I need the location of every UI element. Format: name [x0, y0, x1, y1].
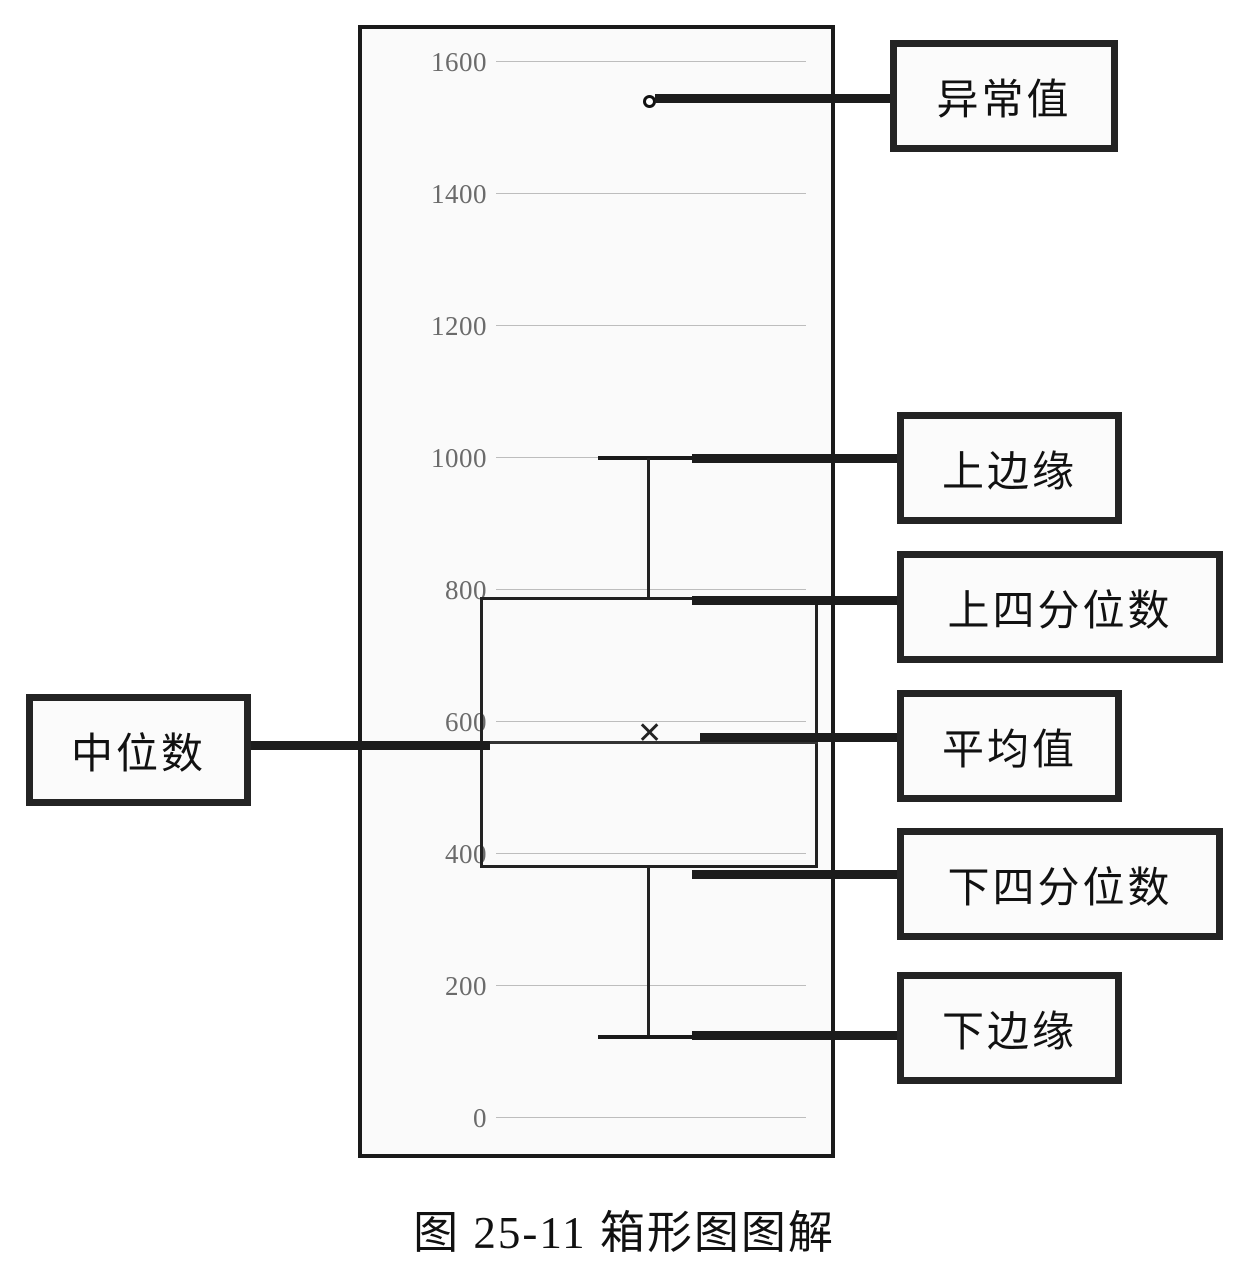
gridline-600 [496, 721, 806, 722]
leader-mean [700, 733, 897, 742]
y-tick-label-1000: 1000 [431, 443, 487, 473]
callout-median[interactable]: 中位数 [26, 694, 251, 806]
callout-median-label: 中位数 [70, 731, 206, 778]
gridline-0 [496, 1117, 806, 1118]
y-tick-label-400: 400 [445, 839, 487, 869]
gridline-200 [496, 985, 806, 986]
leader-lower-whisker [692, 1031, 897, 1040]
gridline-800 [496, 589, 806, 590]
upper-whisker-line [647, 458, 650, 598]
gridline-1200 [496, 325, 806, 326]
figure-caption: 图 25-11 箱形图图解 [413, 1208, 835, 1258]
y-tick-label-0: 0 [473, 1103, 487, 1133]
leader-upper-whisker [692, 454, 897, 463]
callout-outlier-label: 异常值 [936, 77, 1072, 124]
callout-outlier[interactable]: 异常值 [890, 40, 1118, 152]
y-tick-label-800: 800 [445, 575, 487, 605]
y-tick-label-200: 200 [445, 971, 487, 1001]
leader-outlier [655, 94, 897, 103]
callout-upper-whisker[interactable]: 上边缘 [897, 412, 1122, 524]
lower-whisker-line [647, 868, 650, 1037]
median-line [480, 741, 818, 744]
leader-median [248, 741, 490, 750]
gridline-400 [496, 853, 806, 854]
mean-marker-x: ✕ [637, 717, 663, 750]
y-tick-label-1600: 1600 [431, 47, 487, 77]
callout-mean-label: 平均值 [941, 727, 1077, 774]
gridline-1600 [496, 61, 806, 62]
y-tick-label-1400: 1400 [431, 179, 487, 209]
leader-lower-quartile [692, 870, 897, 879]
callout-lower-whisker[interactable]: 下边缘 [897, 972, 1122, 1084]
callout-upper-whisker-label: 上边缘 [941, 449, 1077, 496]
gridline-1400 [496, 193, 806, 194]
callout-mean[interactable]: 平均值 [897, 690, 1122, 802]
quartile-box [480, 597, 818, 868]
lower-whisker-cap [598, 1035, 696, 1039]
leader-upper-quartile [692, 596, 897, 605]
callout-upper-quartile-label: 上四分位数 [947, 588, 1173, 635]
callout-lower-whisker-label: 下边缘 [941, 1009, 1077, 1056]
y-tick-label-600: 600 [445, 707, 487, 737]
callout-upper-quartile[interactable]: 上四分位数 [897, 551, 1223, 663]
callout-lower-quartile[interactable]: 下四分位数 [897, 828, 1223, 940]
chart-plot-frame: 1600 1400 1200 1000 800 600 400 200 0 ✕ [358, 25, 835, 1158]
callout-lower-quartile-label: 下四分位数 [947, 865, 1173, 912]
outlier-point [643, 95, 656, 108]
y-tick-label-1200: 1200 [431, 311, 487, 341]
